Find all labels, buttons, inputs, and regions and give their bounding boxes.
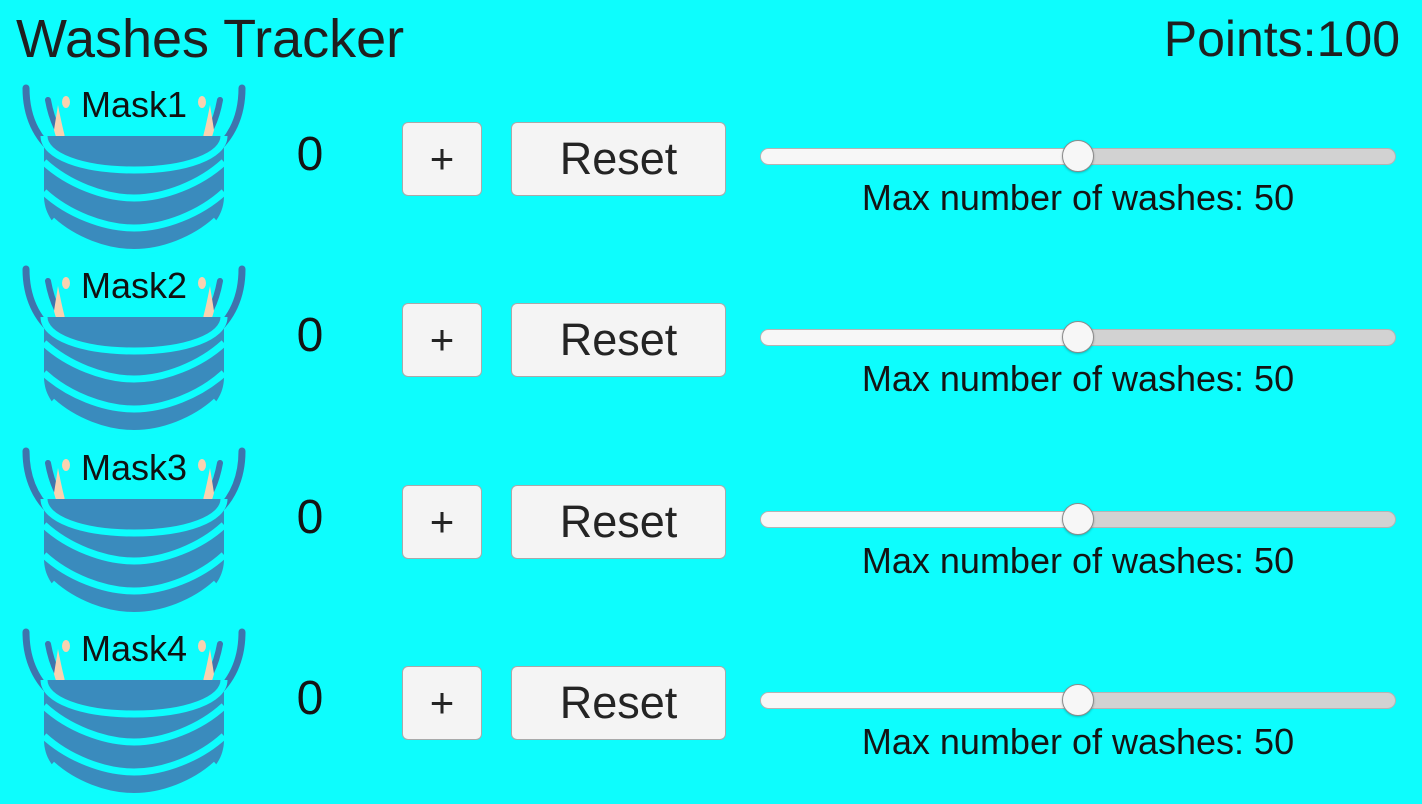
mask-icon-block: Mask4 (8, 624, 260, 802)
mask-name-label: Mask4 (80, 628, 188, 669)
max-washes-label: Max number of washes: 50 (861, 540, 1295, 581)
slider-thumb[interactable] (1062, 321, 1094, 353)
wash-count: 0 (296, 672, 324, 725)
face-mask-icon (22, 84, 246, 256)
slider-thumb[interactable] (1062, 503, 1094, 535)
max-washes-label: Max number of washes: 50 (861, 358, 1295, 399)
mask-icon-block: Mask1 (8, 80, 260, 258)
reset-button[interactable]: Reset (511, 485, 726, 559)
mask-row: Mask4 0 + Reset Max number of washes: 50 (0, 622, 1422, 804)
wash-count: 0 (296, 491, 324, 544)
max-washes-slider-group: Max number of washes: 50 (757, 110, 1399, 230)
reset-button[interactable]: Reset (511, 122, 726, 196)
mask-icon-block: Mask2 (8, 261, 260, 439)
slider-filled-track (761, 330, 1078, 345)
mask-row: Mask3 0 + Reset Max number of washes: 50 (0, 441, 1422, 623)
slider-thumb[interactable] (1062, 140, 1094, 172)
max-washes-label: Max number of washes: 50 (861, 721, 1295, 762)
max-washes-label: Max number of washes: 50 (861, 177, 1295, 218)
slider-filled-track (761, 512, 1078, 527)
face-mask-icon (22, 447, 246, 619)
points-display: Points:100 (1163, 11, 1400, 67)
mask-name-label: Mask1 (80, 84, 188, 125)
mask-row: Mask1 0 + Reset Max number of washes: 50 (0, 78, 1422, 260)
mask-name-label: Mask2 (80, 265, 188, 306)
max-washes-slider-group: Max number of washes: 50 (757, 654, 1399, 774)
mask-icon-block: Mask3 (8, 443, 260, 621)
face-mask-icon (22, 628, 246, 800)
slider-thumb[interactable] (1062, 684, 1094, 716)
increment-button[interactable]: + (402, 485, 482, 559)
wash-count: 0 (296, 128, 324, 181)
reset-button[interactable]: Reset (511, 666, 726, 740)
face-mask-icon (22, 265, 246, 437)
slider-filled-track (761, 693, 1078, 708)
mask-name-label: Mask3 (80, 447, 188, 488)
max-washes-slider-group: Max number of washes: 50 (757, 291, 1399, 411)
wash-count: 0 (296, 309, 324, 362)
increment-button[interactable]: + (402, 666, 482, 740)
mask-row: Mask2 0 + Reset Max number of washes: 50 (0, 259, 1422, 441)
page-title: Washes Tracker (16, 9, 405, 69)
max-washes-slider-group: Max number of washes: 50 (757, 473, 1399, 593)
reset-button[interactable]: Reset (511, 303, 726, 377)
slider-filled-track (761, 149, 1078, 164)
increment-button[interactable]: + (402, 303, 482, 377)
increment-button[interactable]: + (402, 122, 482, 196)
app-header: Washes Tracker Points:100 (0, 0, 1422, 78)
